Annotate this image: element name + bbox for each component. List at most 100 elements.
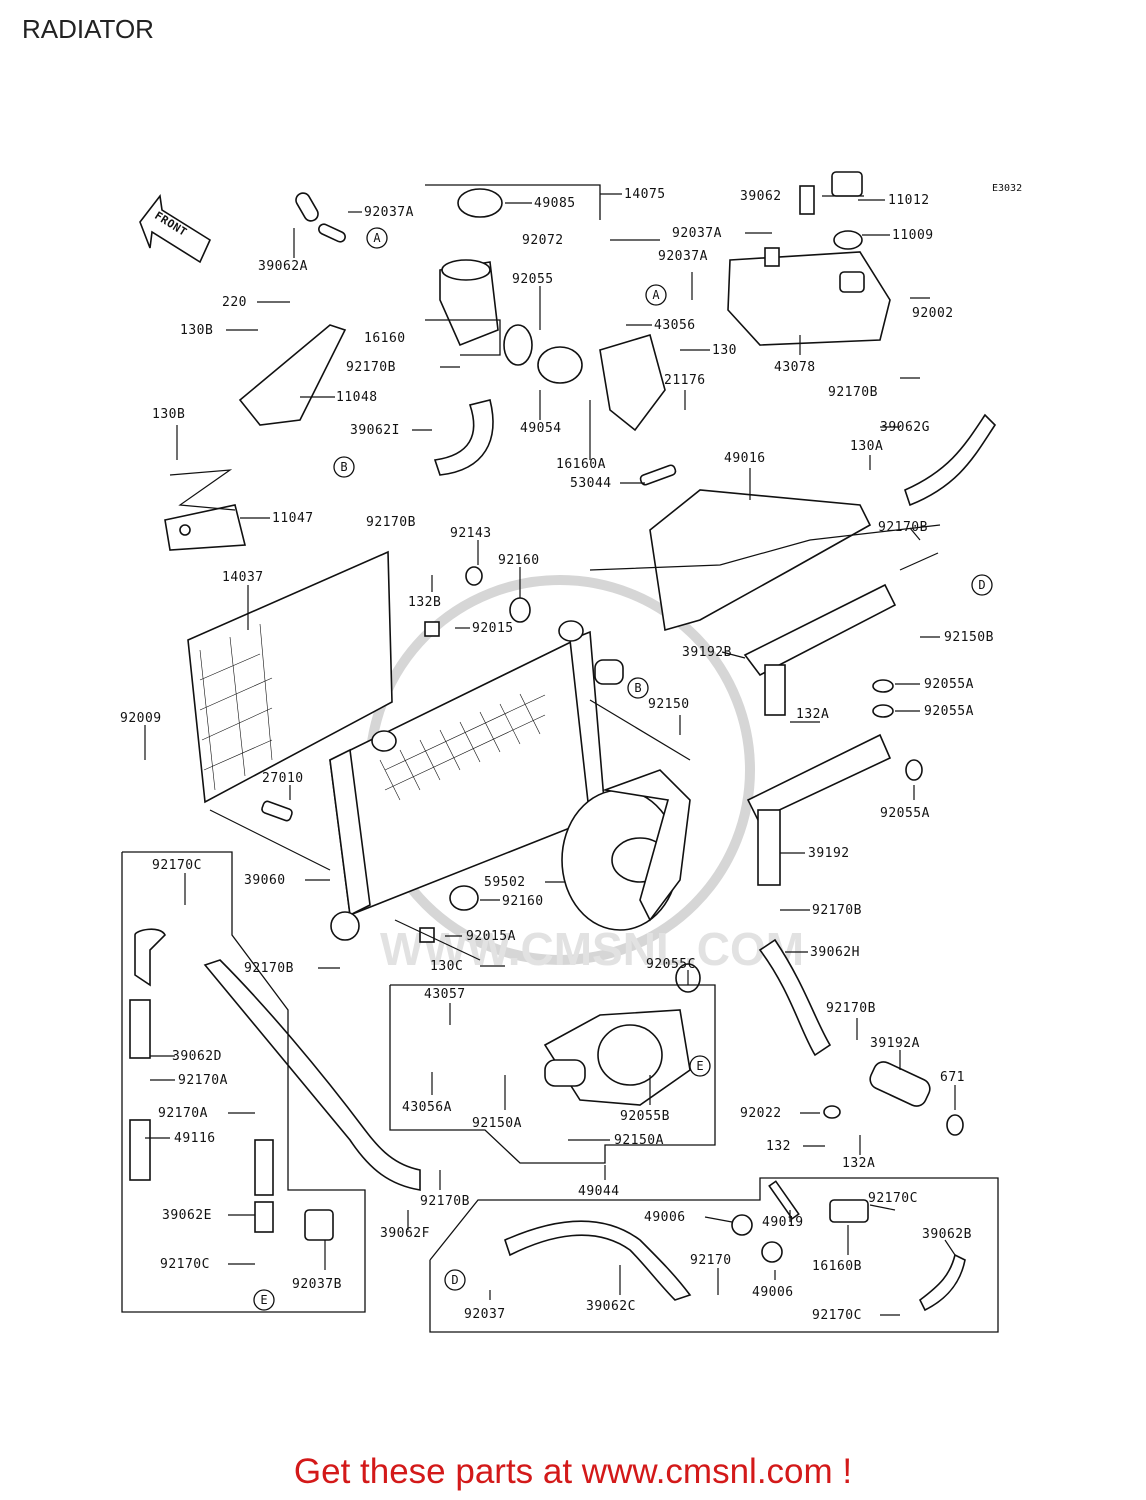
part-labels: 92037A 49085 14075 39062 11012 39062A 92… bbox=[120, 187, 994, 1323]
pipe-39192 bbox=[746, 733, 892, 886]
label-92170C: 92170C bbox=[160, 1257, 210, 1272]
label-132A: 132A bbox=[796, 707, 829, 722]
label-11048: 11048 bbox=[336, 390, 378, 405]
label-92170B: 92170B bbox=[878, 520, 928, 535]
label-92170B: 92170B bbox=[244, 961, 294, 976]
label-39062H: 39062H bbox=[810, 945, 860, 960]
label-43056: 43056 bbox=[654, 318, 696, 333]
label-39060: 39060 bbox=[244, 873, 286, 888]
label-92037B: 92037B bbox=[292, 1277, 342, 1292]
label-130B: 130B bbox=[152, 407, 185, 422]
reserve-tank bbox=[727, 247, 891, 346]
label-92055A: 92055A bbox=[924, 704, 974, 719]
footer-link[interactable]: Get these parts at www.cmsnl.com ! bbox=[293, 1452, 853, 1491]
bracket-11047 bbox=[164, 504, 247, 551]
label-132A: 132A bbox=[842, 1156, 875, 1171]
thermostat-housing bbox=[503, 324, 666, 432]
ref-circle-d-1: D bbox=[971, 574, 993, 596]
label-92150A: 92150A bbox=[614, 1133, 664, 1148]
label-43056A: 43056A bbox=[402, 1100, 452, 1115]
label-92170A: 92170A bbox=[158, 1106, 208, 1121]
ref-circle-a-1: A bbox=[366, 227, 388, 249]
label-130: 130 bbox=[712, 343, 737, 358]
label-59502: 59502 bbox=[484, 875, 526, 890]
label-92055C: 92055C bbox=[646, 957, 696, 972]
label-39062D: 39062D bbox=[172, 1049, 222, 1064]
label-39192B: 39192B bbox=[682, 645, 732, 660]
ref-circle-a-text: A bbox=[373, 231, 381, 245]
label-39062C: 39062C bbox=[586, 1299, 636, 1314]
bracket-11048 bbox=[238, 324, 347, 426]
label-92170A: 92170A bbox=[178, 1073, 228, 1088]
label-92037A: 92037A bbox=[658, 249, 708, 264]
ref-circle-e-1: E bbox=[689, 1055, 711, 1077]
cover-49016 bbox=[649, 489, 872, 632]
label-92170B: 92170B bbox=[346, 360, 396, 375]
label-92170C: 92170C bbox=[868, 1191, 918, 1206]
label-53044: 53044 bbox=[570, 476, 612, 491]
label-39062A: 39062A bbox=[258, 259, 308, 274]
tank-cap bbox=[831, 171, 863, 197]
label-49016: 49016 bbox=[724, 451, 766, 466]
label-92170: 92170 bbox=[690, 1253, 732, 1268]
ref-circle-a-text: A bbox=[652, 288, 660, 302]
label-27010: 27010 bbox=[262, 771, 304, 786]
label-16160A: 16160A bbox=[556, 457, 606, 472]
label-92015: 92015 bbox=[472, 621, 514, 636]
label-130A: 130A bbox=[850, 439, 883, 454]
label-92160: 92160 bbox=[498, 553, 540, 568]
label-92170C: 92170C bbox=[152, 858, 202, 873]
label-49006: 49006 bbox=[644, 1210, 686, 1225]
label-92037A: 92037A bbox=[364, 205, 414, 220]
label-39062B: 39062B bbox=[922, 1227, 972, 1242]
label-39192A: 39192A bbox=[870, 1036, 920, 1051]
label-92009: 92009 bbox=[120, 711, 162, 726]
label-39062: 39062 bbox=[740, 189, 782, 204]
label-92170B: 92170B bbox=[812, 903, 862, 918]
page-title: RADIATOR bbox=[22, 14, 154, 44]
label-92150B: 92150B bbox=[944, 630, 994, 645]
ref-circle-b-text: B bbox=[340, 460, 347, 474]
radiator-cap bbox=[457, 188, 503, 218]
hoses bbox=[129, 399, 997, 1312]
label-39062G: 39062G bbox=[880, 420, 930, 435]
label-21176: 21176 bbox=[664, 373, 706, 388]
label-671: 671 bbox=[940, 1070, 965, 1085]
pipe-39192B bbox=[743, 583, 897, 716]
label-92170B: 92170B bbox=[366, 515, 416, 530]
ref-circle-e-2: E bbox=[253, 1289, 275, 1311]
ref-circle-a-2: A bbox=[645, 284, 667, 306]
diagram-code: E3032 bbox=[992, 183, 1022, 194]
label-92170B: 92170B bbox=[420, 1194, 470, 1209]
label-39192: 39192 bbox=[808, 846, 850, 861]
label-92022: 92022 bbox=[740, 1106, 782, 1121]
label-43078: 43078 bbox=[774, 360, 816, 375]
label-11047: 11047 bbox=[272, 511, 314, 526]
label-39062I: 39062I bbox=[350, 423, 400, 438]
ref-circle-e-text: E bbox=[696, 1059, 703, 1073]
label-92055A: 92055A bbox=[880, 806, 930, 821]
ref-circle-b-text: B bbox=[634, 681, 641, 695]
label-49006: 49006 bbox=[752, 1285, 794, 1300]
label-11009: 11009 bbox=[892, 228, 934, 243]
label-92037: 92037 bbox=[464, 1307, 506, 1322]
label-39062F: 39062F bbox=[380, 1226, 430, 1241]
label-39062E: 39062E bbox=[162, 1208, 212, 1223]
ref-circle-e-text: E bbox=[260, 1293, 267, 1307]
radiator-screen bbox=[187, 550, 393, 804]
label-92037A: 92037A bbox=[672, 226, 722, 241]
label-16160: 16160 bbox=[364, 331, 406, 346]
label-16160B: 16160B bbox=[812, 1259, 862, 1274]
label-92150A: 92150A bbox=[472, 1116, 522, 1131]
watermark-text: WWW.CMSNL.COM bbox=[380, 923, 804, 975]
label-49116: 49116 bbox=[174, 1131, 216, 1146]
label-130B: 130B bbox=[180, 323, 213, 338]
label-49054: 49054 bbox=[520, 421, 562, 436]
ref-circle-d-text: D bbox=[978, 578, 985, 592]
leader-lines bbox=[121, 184, 999, 1333]
front-arrow: FRONT bbox=[139, 194, 212, 264]
cooling-fan bbox=[561, 769, 691, 931]
ref-circle-b-1: B bbox=[333, 456, 355, 478]
label-14075: 14075 bbox=[624, 187, 666, 202]
radiator-exploded-diagram: WWW.CMSNL.COM E3032 FRONT bbox=[120, 171, 1022, 1333]
